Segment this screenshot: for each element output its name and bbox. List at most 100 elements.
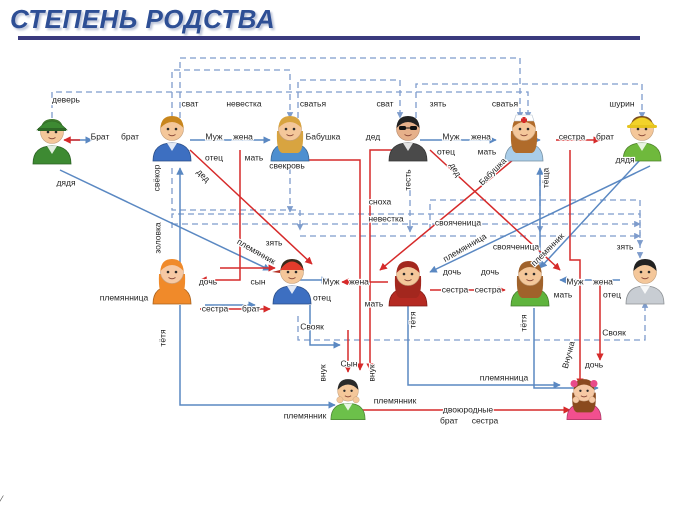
- relation-label-sestra-3: сестра: [475, 284, 502, 294]
- relation-label-deverj: деверь: [52, 94, 81, 104]
- relation-label-brat-3: брат: [596, 131, 614, 141]
- dashed-connector: [179, 57, 524, 119]
- relation-label-babushka-1: Бабушка: [306, 131, 341, 141]
- relation-line-red: [199, 150, 241, 284]
- relation-label-vnuchka: Внучка: [560, 340, 577, 370]
- relation-label-doch-3: дочь: [481, 266, 500, 276]
- relation-label-tetja-2: тётя: [407, 311, 417, 329]
- relation-line-red: [299, 150, 364, 371]
- relation-label-otec-4: отец: [603, 289, 621, 299]
- relation-label-zjat-3: зять: [617, 241, 634, 251]
- relation-line-red: [366, 149, 395, 371]
- relation-label-svat-2: сват: [376, 98, 393, 108]
- relation-label-djadja-1: дядя: [56, 177, 76, 187]
- relation-label-plemjannica-2: племянница: [100, 292, 149, 302]
- page-title: СТЕПЕНЬ РОДСТВА: [10, 4, 276, 34]
- relation-label-dvojurodnye: двоюродные: [443, 404, 494, 414]
- dashed-connections: [51, 57, 649, 341]
- relation-label-zjat-2: зять: [266, 237, 283, 247]
- relation-line-blue: [59, 169, 271, 271]
- relation-label-otec-2: отец: [437, 146, 455, 156]
- relation-line-blue: [179, 305, 336, 409]
- relation-label-muzh-3: Муж: [322, 276, 340, 286]
- relation-line-red: [429, 149, 561, 271]
- relation-label-otec-3: отец: [313, 292, 331, 302]
- relation-label-brat-2: брат: [121, 131, 139, 141]
- relation-label-tetja-1: тётя: [157, 329, 167, 347]
- builder-icon: [622, 116, 662, 162]
- relation-lines: [59, 136, 651, 414]
- relation-label-svojachenica-1: свояченица: [435, 217, 481, 227]
- relation-label-mat-4: мать: [554, 289, 573, 299]
- woman-icon: [270, 116, 310, 162]
- relation-label-zhena-2: жена: [471, 131, 491, 141]
- dashed-connector: [51, 91, 532, 119]
- relation-label-muzh-2: Муж: [442, 131, 460, 141]
- relation-label-teshha: тёща: [540, 168, 550, 189]
- woman-green-icon: [510, 261, 550, 307]
- man-grey-icon: [625, 259, 665, 305]
- relation-label-nevestka-1: невестка: [226, 98, 262, 108]
- girl-child-icon: [566, 379, 602, 420]
- title-underline: [18, 36, 640, 40]
- relation-label-brat-1: Брат: [91, 131, 110, 141]
- woman-redhead-icon: [388, 261, 428, 307]
- relation-label-plemjannik-3: племянник: [284, 410, 327, 420]
- dashed-connector: [171, 168, 304, 231]
- soldier-icon: [32, 119, 72, 165]
- relation-line-blue: [309, 305, 341, 349]
- relation-label-svojachenica-2: свояченица: [493, 241, 539, 251]
- relation-label-svojak-1: Свояк: [300, 321, 324, 331]
- relation-line-red: [379, 149, 526, 271]
- relation-label-ded-1: дед: [195, 167, 212, 184]
- relation-label-brat-5: брат: [440, 415, 458, 425]
- dashed-connector: [297, 301, 649, 341]
- relation-line-red: [189, 149, 313, 265]
- relation-label-mat-1: мать: [245, 152, 264, 162]
- dashed-connector: [171, 69, 294, 119]
- dashed-connector: [415, 83, 646, 119]
- relation-label-svat-1: сват: [181, 98, 198, 108]
- relation-label-doch-2: дочь: [443, 266, 462, 276]
- relation-label-sestra-2: сестра: [442, 284, 469, 294]
- relation-label-plemjannik-4: племянник: [374, 395, 417, 405]
- relation-label-doch-4: дочь: [585, 359, 604, 369]
- relation-label-svekrov: свекровь: [269, 160, 305, 170]
- corner-mark: ⁄: [1, 494, 3, 504]
- relation-label-otec-1: отец: [205, 152, 223, 162]
- relation-label-zhena-1: жена: [233, 131, 253, 141]
- relation-label-svekor: свёкор: [151, 164, 161, 191]
- relation-label-djadja-2: дядя: [615, 154, 635, 164]
- relation-label-babushka-2: Бабушка: [477, 155, 509, 187]
- relation-line-red: [592, 279, 604, 361]
- relation-label-sestra-5: сестра: [472, 415, 499, 425]
- relation-label-plemjannica-3: племянница: [480, 372, 529, 382]
- relation-label-ded-2: дед: [366, 131, 381, 141]
- relation-label-vnuk-2: внук: [366, 364, 376, 381]
- relation-label-nevestka-2: невестка: [368, 213, 404, 223]
- relation-label-zolovka: золовка: [152, 222, 162, 254]
- relation-label-syn-1: сын: [250, 276, 265, 286]
- relation-line-blue: [539, 159, 641, 269]
- relation-label-test: тесть: [402, 169, 412, 191]
- relation-label-sestra-1: сестра: [559, 131, 586, 141]
- man-icon: [152, 116, 192, 162]
- relation-label-muzh-4: Муж: [566, 276, 584, 286]
- relation-label-tetja-3: тётя: [518, 314, 528, 332]
- relation-label-mat-2: мать: [478, 146, 497, 156]
- relation-label-zhena-4: жена: [593, 276, 613, 286]
- relation-label-zjat-1: зять: [430, 98, 447, 108]
- relation-label-snoha: сноха: [369, 196, 392, 206]
- relation-line-blue: [407, 305, 561, 389]
- relation-label-brat-4: брат: [242, 303, 260, 313]
- relation-label-shurin: шурин: [609, 98, 634, 108]
- relation-label-ded-3: дед: [448, 161, 464, 179]
- relation-label-doch-1: дочь: [199, 276, 218, 286]
- people: [32, 114, 665, 420]
- girl-icon: [152, 259, 192, 305]
- boy-icon: [330, 379, 366, 420]
- man-cap-icon: [272, 259, 312, 305]
- dashed-connector: [429, 199, 644, 247]
